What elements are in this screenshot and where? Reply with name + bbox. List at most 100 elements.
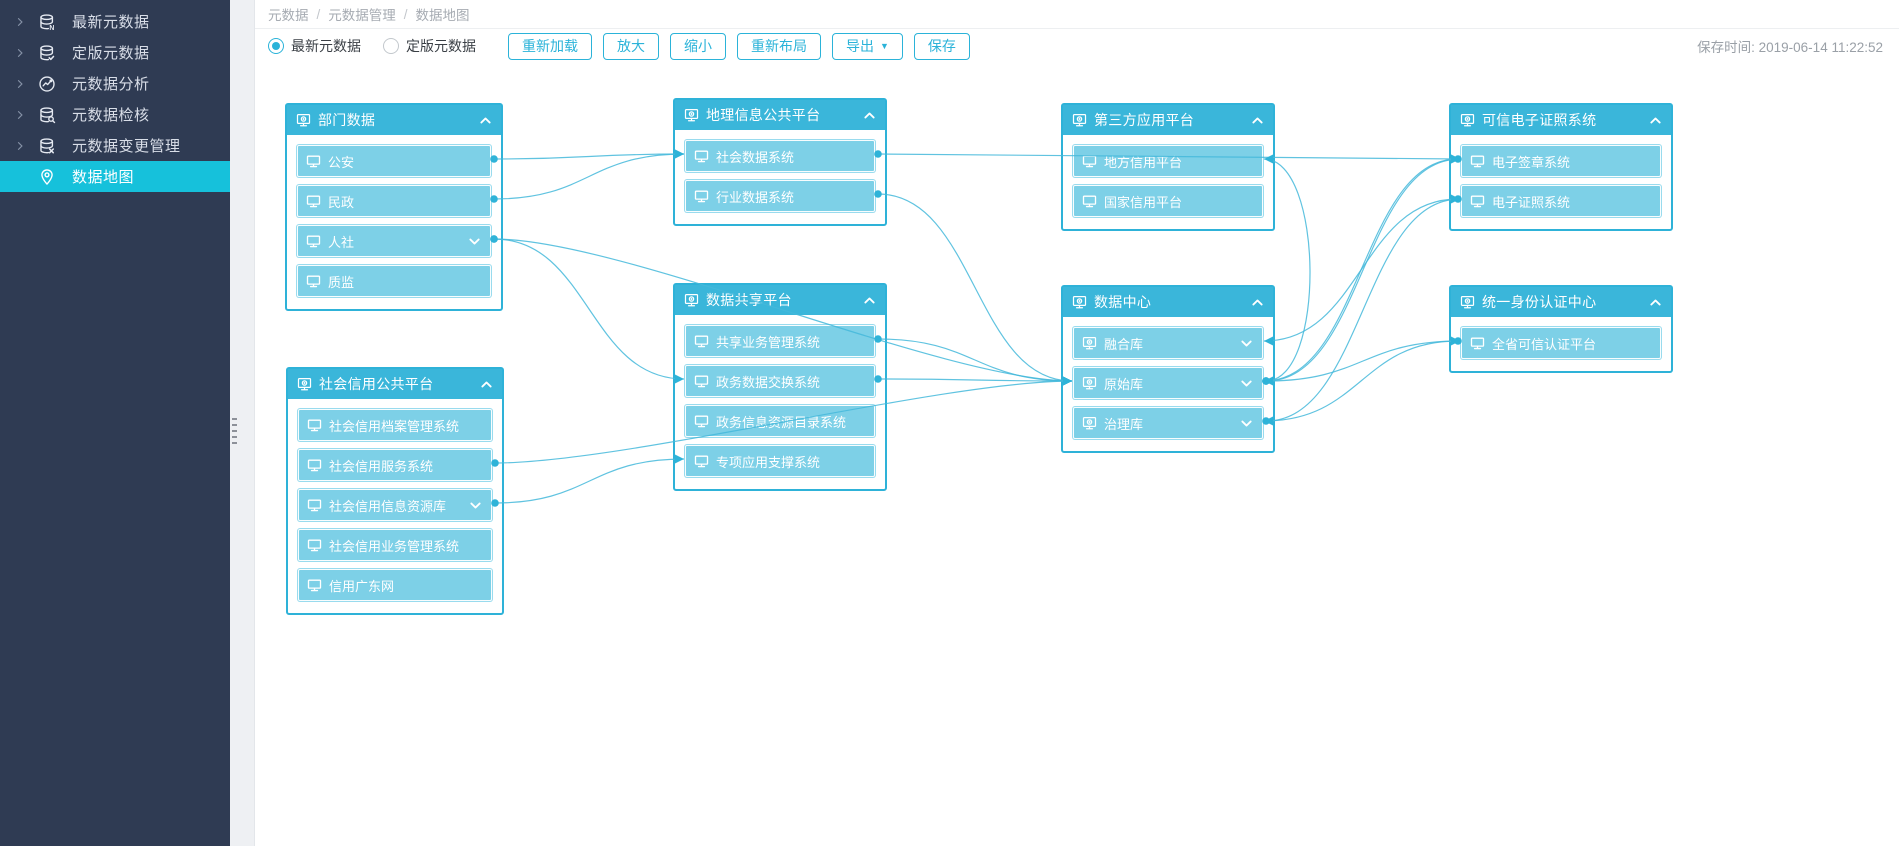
node-item[interactable]: 质监 [297, 265, 491, 297]
node-item[interactable]: 公安 [297, 145, 491, 177]
radio-fixed-metadata[interactable]: 定版元数据 [383, 36, 476, 56]
expand-chevron-down-icon[interactable] [468, 498, 483, 513]
node-item[interactable]: 地方信用平台 [1073, 145, 1263, 177]
node-item[interactable]: 行业数据系统 [685, 180, 875, 212]
breadcrumb-item-1[interactable]: 元数据 [268, 8, 309, 23]
connection-line [1265, 198, 1461, 422]
connection-line [1263, 198, 1459, 342]
analysis-icon [38, 75, 58, 93]
sidebar-item-3[interactable]: 元数据分析 [0, 68, 230, 99]
node-item[interactable]: 社会数据系统 [685, 140, 875, 172]
node-item[interactable]: 专项应用支撑系统 [685, 445, 875, 477]
connection-line [1265, 340, 1461, 382]
group-header[interactable]: 可信电子证照系统 [1451, 105, 1671, 135]
radio-dot-icon[interactable] [383, 38, 399, 54]
expand-chevron-down-icon[interactable] [1239, 416, 1254, 431]
group-header[interactable]: 第三方应用平台 [1063, 105, 1273, 135]
expand-chevron-down-icon[interactable] [467, 234, 482, 249]
toolbar-button-6[interactable]: 保存 [913, 32, 970, 60]
monitor-icon [307, 418, 322, 433]
sidebar-gutter [230, 0, 254, 846]
sidebar-item-6[interactable]: 数据地图 [0, 161, 230, 192]
node-item[interactable]: 电子签章系统 [1461, 145, 1661, 177]
group-cert: 可信电子证照系统电子签章系统电子证照系统 [1449, 103, 1673, 231]
svg-text:N: N [49, 24, 54, 30]
diagram-canvas[interactable]: 部门数据公安民政人社质监社会信用公共平台社会信用档案管理系统社会信用服务系统社会… [255, 0, 1899, 846]
node-item[interactable]: 全省可信认证平台 [1461, 327, 1661, 359]
node-item[interactable]: 原始库 [1073, 367, 1263, 399]
node-item[interactable]: 共享业务管理系统 [685, 325, 875, 357]
node-item[interactable]: 人社 [297, 225, 491, 257]
node-item[interactable]: 电子证照系统 [1461, 185, 1661, 217]
collapse-chevron-up-icon[interactable] [1648, 113, 1663, 128]
toolbar-button-5[interactable]: 导出▼ [832, 32, 903, 60]
monitor-icon [306, 194, 321, 209]
collapse-chevron-up-icon[interactable] [479, 377, 494, 392]
radio-dot-icon[interactable] [268, 38, 284, 54]
node-item[interactable]: 政务信息资源目录系统 [685, 405, 875, 437]
node-item[interactable]: 民政 [297, 185, 491, 217]
collapse-chevron-up-icon[interactable] [862, 108, 877, 123]
button-label: 重新加载 [522, 38, 578, 54]
sidebar-item-label: 元数据变更管理 [72, 138, 181, 155]
expand-chevron-down-icon[interactable] [1239, 376, 1254, 391]
node-item[interactable]: 信用广东网 [298, 569, 492, 601]
save-time-label: 保存时间: [1697, 40, 1755, 55]
expand-chevron-down-icon[interactable] [1239, 336, 1254, 351]
node-item[interactable]: 政务数据交换系统 [685, 365, 875, 397]
node-item-label: 全省可信认证平台 [1492, 336, 1597, 352]
group-header[interactable]: 部门数据 [287, 105, 501, 135]
toolbar-button-4[interactable]: 重新布局 [737, 32, 821, 60]
host-icon [297, 377, 312, 392]
group-credit: 社会信用公共平台社会信用档案管理系统社会信用服务系统社会信用信息资源库社会信用业… [286, 367, 504, 615]
node-item[interactable]: 社会信用档案管理系统 [298, 409, 492, 441]
node-item[interactable]: 国家信用平台 [1073, 185, 1263, 217]
save-time-text: 保存时间: 2019-06-14 11:22:52 [1697, 36, 1883, 56]
node-item[interactable]: 治理库 [1073, 407, 1263, 439]
node-item[interactable]: 融合库 [1073, 327, 1263, 359]
connection-line [877, 193, 1073, 382]
toolbar-button-3[interactable]: 缩小 [670, 32, 726, 60]
toolbar-button-1[interactable]: 重新加载 [508, 32, 592, 60]
breadcrumb-item-2[interactable]: 元数据管理 [328, 8, 396, 23]
group-header[interactable]: 地理信息公共平台 [675, 100, 885, 130]
sidebar-item-4[interactable]: 元数据检核 [0, 99, 230, 130]
db-audit-icon [38, 106, 58, 124]
group-header[interactable]: 社会信用公共平台 [288, 369, 502, 399]
breadcrumb-item-3[interactable]: 数据地图 [415, 8, 470, 23]
sidebar-item-2[interactable]: 定版元数据 [0, 37, 230, 68]
node-item[interactable]: 社会信用服务系统 [298, 449, 492, 481]
sidebar-item-label: 数据地图 [72, 169, 135, 186]
group-header[interactable]: 数据中心 [1063, 287, 1273, 317]
node-item-label: 信用广东网 [329, 578, 395, 594]
group-header[interactable]: 数据共享平台 [675, 285, 885, 315]
resize-handle-icon[interactable] [232, 418, 237, 446]
connection-line [877, 338, 1073, 382]
collapse-chevron-up-icon[interactable] [1250, 113, 1265, 128]
node-item[interactable]: 社会信用业务管理系统 [298, 529, 492, 561]
monitor-icon [694, 149, 709, 164]
toolbar-button-2[interactable]: 放大 [603, 32, 659, 60]
sidebar-item-5[interactable]: 元数据变更管理 [0, 130, 230, 161]
dropdown-caret-icon: ▼ [880, 41, 889, 51]
chevron-right-icon [14, 16, 28, 28]
collapse-chevron-up-icon[interactable] [478, 113, 493, 128]
monitor-icon [307, 458, 322, 473]
node-item[interactable]: 社会信用信息资源库 [298, 489, 492, 521]
group-header[interactable]: 统一身份认证中心 [1451, 287, 1671, 317]
connection-line [493, 153, 685, 200]
collapse-chevron-up-icon[interactable] [862, 293, 877, 308]
group-title: 部门数据 [318, 112, 376, 128]
node-item-label: 人社 [328, 234, 355, 250]
radio-label: 最新元数据 [291, 38, 361, 54]
main-panel: 元数据/元数据管理/数据地图 最新元数据定版元数据 重新加载放大缩小重新布局导出… [254, 0, 1899, 846]
button-label: 放大 [617, 38, 645, 54]
collapse-chevron-up-icon[interactable] [1250, 295, 1265, 310]
connection-line [1263, 158, 1459, 382]
collapse-chevron-up-icon[interactable] [1648, 295, 1663, 310]
group-auth: 统一身份认证中心全省可信认证平台 [1449, 285, 1673, 373]
button-label: 缩小 [684, 38, 712, 54]
db-new-icon: N [38, 13, 58, 31]
radio-latest-metadata[interactable]: 最新元数据 [268, 36, 361, 56]
